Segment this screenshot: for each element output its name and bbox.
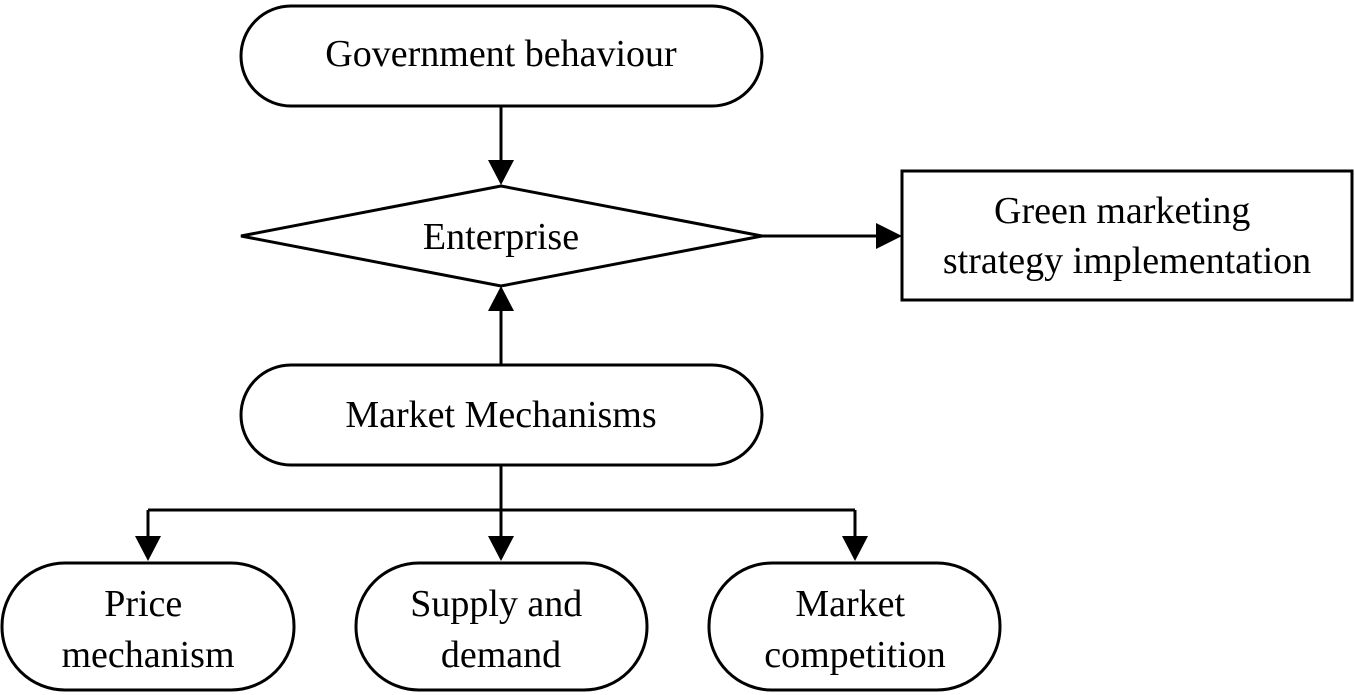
arrowhead-market-mechanisms-to-enterprise — [488, 286, 514, 311]
terminator-shape — [239, 4, 764, 108]
supply-and-demand-label: Supply and demand — [410, 583, 592, 676]
market-competition-label: Market competition — [764, 583, 946, 676]
decision-diamond-shape — [240, 184, 763, 288]
green-marketing-label-line-1: Green marketing — [994, 190, 1250, 232]
arrowhead-to-supply — [488, 536, 514, 561]
price-mechanism-label: Price mechanism — [61, 583, 234, 676]
price-mechanism-label-line-2: mechanism — [61, 634, 234, 676]
node-enterprise: Enterprise — [240, 184, 763, 288]
arrowhead-government-to-enterprise — [488, 160, 514, 185]
price-mechanism-label-line-1: Price — [104, 583, 182, 625]
green-marketing-label: Green marketing strategy implementation — [943, 190, 1311, 282]
connectors — [135, 106, 902, 561]
market-competition-label-line-2: competition — [764, 634, 946, 676]
arrowhead-to-price — [135, 536, 161, 561]
enterprise-label: Enterprise — [423, 216, 579, 258]
node-market-mechanisms: Market Mechanisms — [239, 363, 764, 467]
government-behaviour-label: Government behaviour — [325, 33, 677, 75]
process-box-shape — [900, 169, 1354, 302]
terminator-shape — [707, 561, 1002, 692]
supply-and-demand-label-line-1: Supply and — [410, 583, 582, 625]
terminator-shape — [354, 561, 649, 692]
arrowhead-enterprise-to-green-marketing — [876, 223, 902, 249]
node-price-mechanism: Price mechanism — [0, 561, 296, 692]
node-market-competition: Market competition — [707, 561, 1002, 692]
market-competition-label-line-1: Market — [795, 583, 905, 625]
terminator-shape — [0, 561, 296, 692]
supply-and-demand-label-line-2: demand — [441, 634, 561, 676]
node-green-marketing-strategy: Green marketing strategy implementation — [900, 169, 1354, 302]
green-marketing-label-line-2: strategy implementation — [943, 240, 1311, 282]
market-mechanisms-label: Market Mechanisms — [345, 394, 656, 436]
node-supply-and-demand: Supply and demand — [354, 561, 649, 692]
arrowhead-to-competition — [842, 536, 868, 561]
terminator-shape — [239, 363, 764, 467]
node-government-behaviour: Government behaviour — [239, 4, 764, 108]
